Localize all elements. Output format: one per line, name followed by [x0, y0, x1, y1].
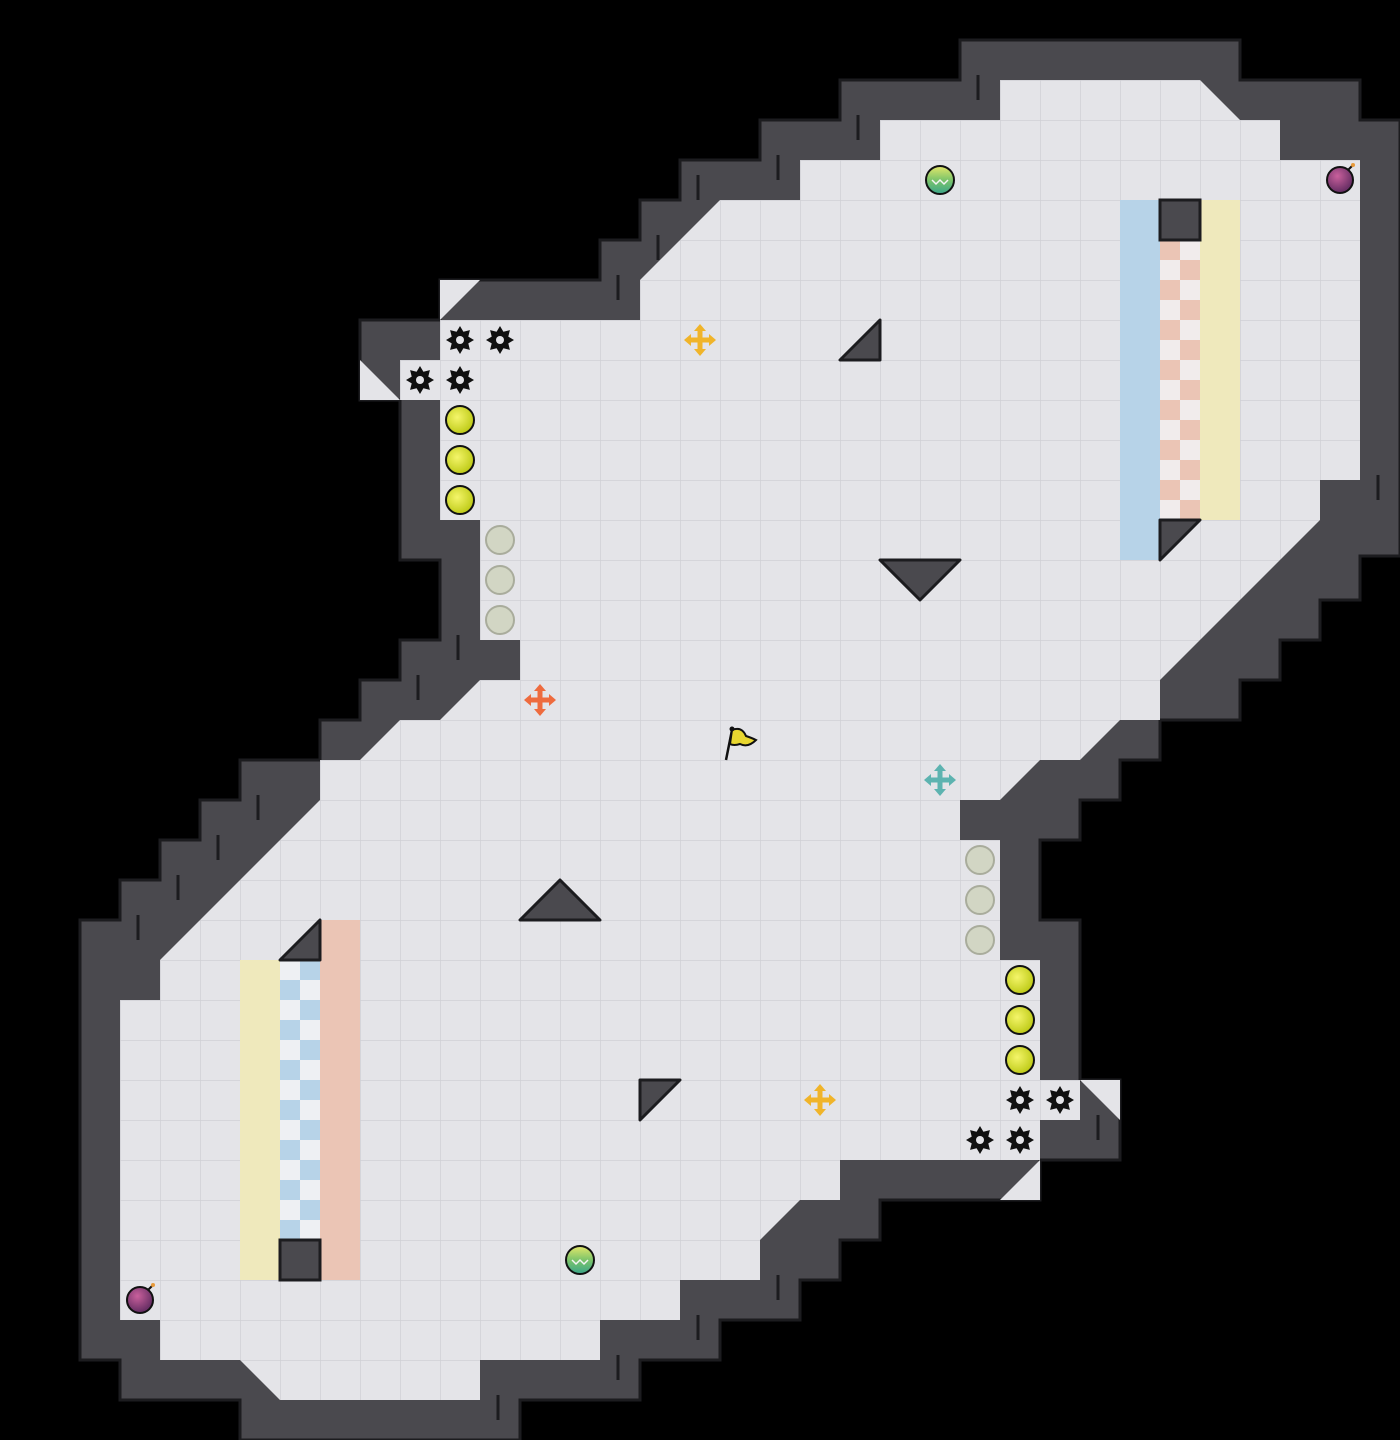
- ramp: [278, 918, 322, 962]
- spike-mine-icon: [1006, 1126, 1034, 1154]
- grey-orb-icon: [965, 885, 995, 915]
- yellow-orb-icon: [445, 405, 475, 435]
- gem-orb-icon: [925, 165, 955, 195]
- yellow-orb-icon: [1005, 1005, 1035, 1035]
- bomb-icon: [126, 1283, 155, 1314]
- spike-mine-icon: [486, 326, 514, 354]
- salmon-checker-column: [1160, 240, 1200, 520]
- move-arrows-icon: [524, 684, 556, 716]
- items: [126, 163, 1355, 1314]
- ramp: [838, 318, 882, 362]
- move-arrows-icon: [924, 764, 956, 796]
- bomb-icon: [1326, 163, 1355, 194]
- yellow-orb-icon: [1005, 965, 1035, 995]
- salmon-block-column: [320, 920, 360, 1280]
- spike-mine-icon: [1006, 1086, 1034, 1114]
- grey-orb-icon: [485, 605, 515, 635]
- yellow-orb-icon: [445, 485, 475, 515]
- ramp-down: [878, 558, 962, 602]
- grey-orb-icon: [485, 565, 515, 595]
- ramp-up: [518, 878, 602, 922]
- wall-block: [1158, 198, 1202, 242]
- yellow-block-column: [1200, 200, 1240, 520]
- ramps: [278, 318, 1202, 1122]
- yellow-block-column: [240, 960, 280, 1280]
- wall-block: [278, 1238, 322, 1282]
- spike-mine-icon: [446, 326, 474, 354]
- move-arrows-icon: [804, 1084, 836, 1116]
- yellow-orb-icon: [445, 445, 475, 475]
- grey-orb-icon: [965, 925, 995, 955]
- grey-orb-icon: [965, 845, 995, 875]
- color-blocks: [240, 198, 1240, 1282]
- ramp: [1158, 518, 1202, 562]
- move-arrows-icon: [684, 324, 716, 356]
- blue-block-column: [1120, 200, 1160, 560]
- spike-mine-icon: [406, 366, 434, 394]
- grey-orb-icon: [485, 525, 515, 555]
- ramp: [638, 1078, 682, 1122]
- blue-checker-column: [280, 960, 320, 1240]
- gem-orb-icon: [565, 1245, 595, 1275]
- spike-mine-icon: [966, 1126, 994, 1154]
- yellow-orb-icon: [1005, 1045, 1035, 1075]
- goal-flag-icon: [724, 726, 758, 761]
- spike-mine-icon: [446, 366, 474, 394]
- spike-mine-icon: [1046, 1086, 1074, 1114]
